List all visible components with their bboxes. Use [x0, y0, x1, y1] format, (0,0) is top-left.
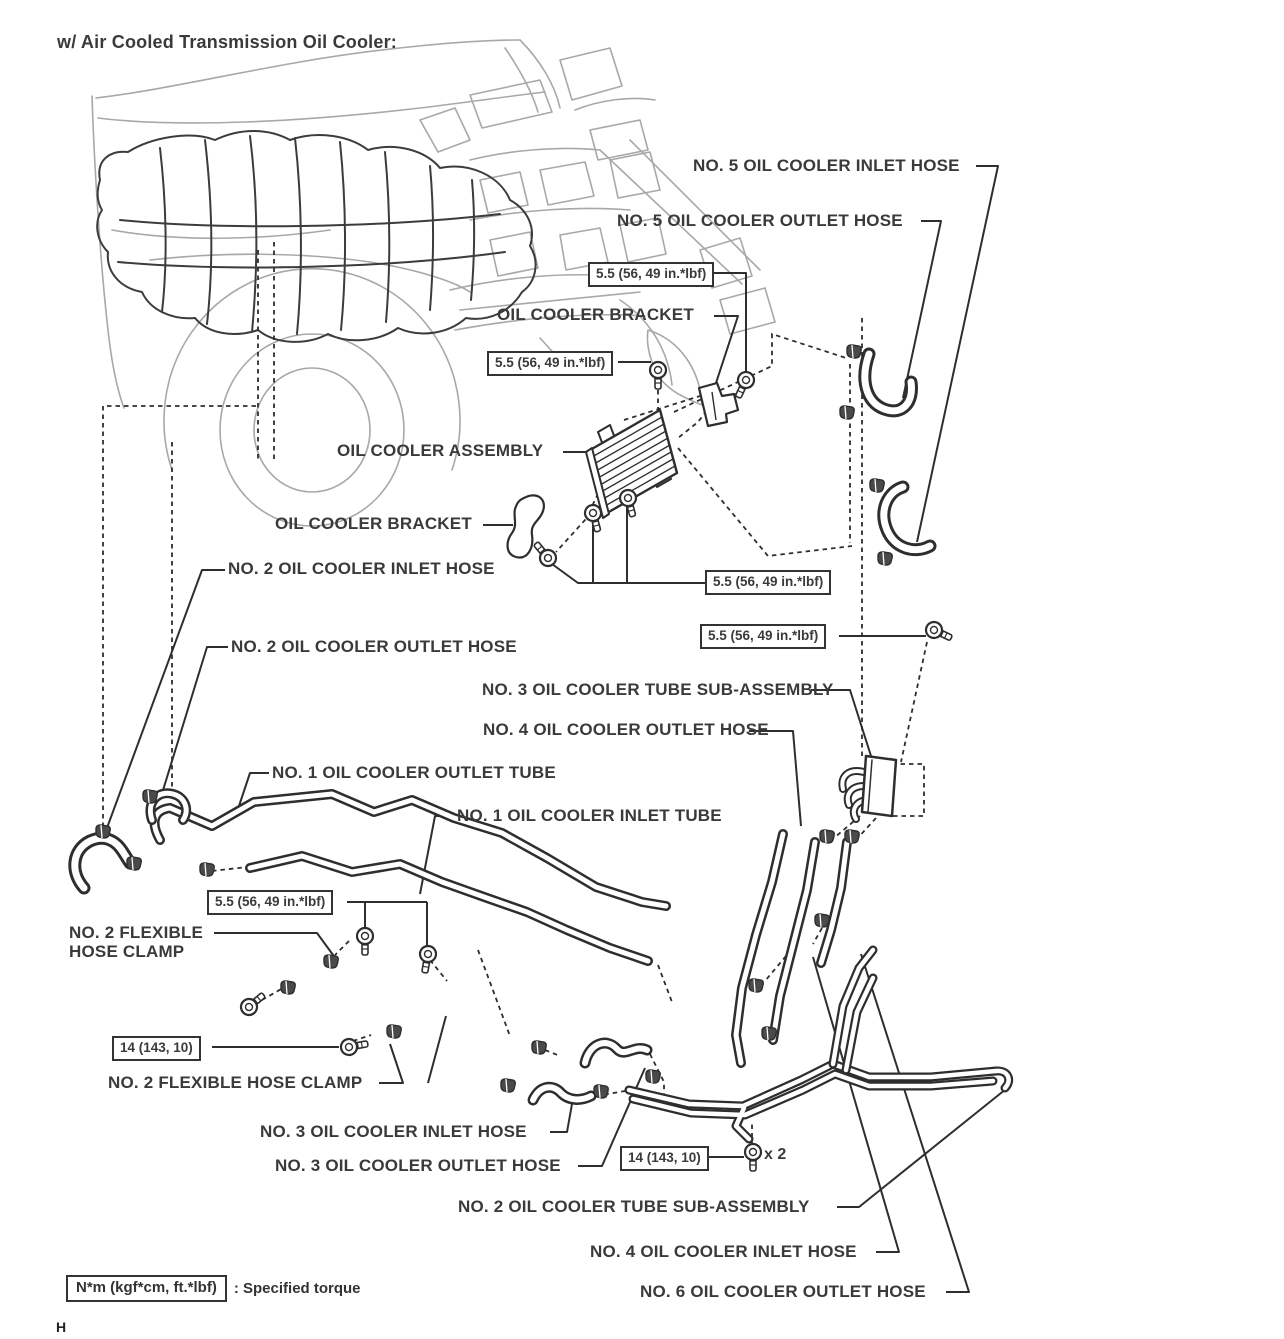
bolt-icon [415, 943, 439, 976]
torque-box-14-a: 14 (143, 10) [112, 1036, 201, 1061]
bolt-icon [648, 360, 668, 391]
hose-clamp-icon [645, 1069, 661, 1084]
hose-clamp-icon [531, 1040, 547, 1055]
label-no2-outlet-hose: NO. 2 OIL COOLER OUTLET HOSE [231, 637, 517, 656]
label-line: NO. 2 FLEXIBLE [69, 923, 204, 942]
label-no2-flexible-hose-clamp-lower: NO. 2 FLEXIBLE HOSE CLAMP [108, 1073, 363, 1092]
no1-outlet-tube-drawing [149, 789, 671, 911]
torque-box-55-a: 5.5 (56, 49 in.*lbf) [588, 262, 715, 287]
footer-mark: H [56, 1319, 67, 1335]
hose-clamp-icon [839, 405, 855, 420]
label-no3-tube-sub-assembly: NO. 3 OIL COOLER TUBE SUB-ASSEMBLY [482, 680, 834, 699]
label-oil-cooler-assembly: OIL COOLER ASSEMBLY [337, 441, 544, 460]
torque-box-55-e: 5.5 (56, 49 in.*lbf) [207, 890, 334, 915]
hose-clamp-icon [142, 789, 158, 804]
no3-inlet-hose-drawing [527, 1081, 597, 1106]
hose-clamp-icon [877, 551, 893, 566]
torque-box-55-c: 5.5 (56, 49 in.*lbf) [705, 570, 832, 595]
hose-clamp-icon [819, 829, 835, 844]
oil-cooler-bracket-upper-drawing [697, 381, 740, 428]
dashed-reference-lines [102, 242, 928, 1146]
hose-clamp-icon [761, 1026, 777, 1041]
label-no3-inlet-hose: NO. 3 OIL COOLER INLET HOSE [260, 1122, 527, 1141]
label-no5-outlet-hose: NO. 5 OIL COOLER OUTLET HOSE [617, 211, 903, 230]
hose-clamp-icon [199, 862, 215, 877]
hose-clamp-icon [844, 829, 860, 844]
torque-legend: N*m (kgf*cm, ft.*lbf) : Specified torque [66, 1275, 361, 1302]
hose-clamp-icon [323, 954, 339, 969]
label-leader-lines [103, 165, 1007, 1293]
label-no3-outlet-hose: NO. 3 OIL COOLER OUTLET HOSE [275, 1156, 561, 1175]
transmission-drawing [96, 130, 537, 343]
hose-clamp-icon [126, 856, 142, 871]
no3-tube-sub-assembly-drawing [838, 754, 898, 823]
oil-cooler-assembly-drawing [585, 408, 679, 519]
bolt-icon [338, 1034, 371, 1058]
label-no6-outlet-hose: NO. 6 OIL COOLER OUTLET HOSE [640, 1282, 926, 1301]
label-no2-tube-sub-assembly: NO. 2 OIL COOLER TUBE SUB-ASSEMBLY [458, 1197, 810, 1216]
bolt-icon [922, 618, 956, 647]
label-no4-inlet-hose: NO. 4 OIL COOLER INLET HOSE [590, 1242, 857, 1261]
torque-legend-box: N*m (kgf*cm, ft.*lbf) [66, 1275, 227, 1302]
torque-box-55-b: 5.5 (56, 49 in.*lbf) [487, 351, 614, 376]
label-line: HOSE CLAMP [69, 941, 185, 961]
no5-inlet-hose-drawing [877, 480, 937, 557]
bolt-icon [528, 537, 561, 571]
hose-clamp-icon [748, 978, 764, 993]
no3-outlet-hose-drawing [579, 1037, 653, 1069]
torque-box-55-d: 5.5 (56, 49 in.*lbf) [700, 624, 827, 649]
label-oil-cooler-bracket-side: OIL COOLER BRACKET [275, 514, 472, 533]
hose-clamp-icon [280, 980, 296, 995]
no2-inlet-hose-drawing [68, 831, 137, 895]
label-no2-flexible-hose-clamp-upper: NO. 2 FLEXIBLE HOSE CLAMP [69, 923, 204, 961]
label-no4-outlet-hose: NO. 4 OIL COOLER OUTLET HOSE [483, 720, 769, 739]
no1-inlet-tube-drawing [245, 851, 653, 966]
label-no1-outlet-tube: NO. 1 OIL COOLER OUTLET TUBE [272, 763, 556, 782]
label-no2-inlet-hose: NO. 2 OIL COOLER INLET HOSE [228, 559, 495, 578]
hose-clamp-icon [869, 478, 885, 493]
hose-clamp-icon [500, 1078, 516, 1093]
label-no5-inlet-hose: NO. 5 OIL COOLER INLET HOSE [693, 156, 960, 175]
bolt-icon [743, 1142, 763, 1173]
page-title: w/ Air Cooled Transmission Oil Cooler: [57, 32, 397, 52]
hose-clamp-icon [814, 913, 830, 928]
no5-outlet-hose-drawing [858, 347, 918, 418]
oil-cooler-bracket-side-drawing [506, 494, 545, 559]
bolt-icon [236, 987, 270, 1020]
hose-clamp-icon [593, 1084, 609, 1099]
hose-clamp-icon [386, 1024, 402, 1039]
hose-clamp-icon [846, 344, 862, 359]
bolt-icon [355, 926, 375, 957]
no4-no6-hoses-drawing [731, 829, 878, 1075]
hose-clamp-icon [95, 824, 111, 839]
torque-box-14-b: 14 (143, 10) [620, 1146, 709, 1171]
no2-tube-sub-assembly-drawing [624, 1059, 1014, 1144]
no2-outlet-hose-drawing [145, 788, 192, 825]
torque-legend-text: : Specified torque [233, 1279, 361, 1297]
multiplier-x2: x 2 [764, 1146, 787, 1163]
label-no1-inlet-tube: NO. 1 OIL COOLER INLET TUBE [457, 806, 722, 825]
label-oil-cooler-bracket-upper: OIL COOLER BRACKET [497, 305, 694, 324]
